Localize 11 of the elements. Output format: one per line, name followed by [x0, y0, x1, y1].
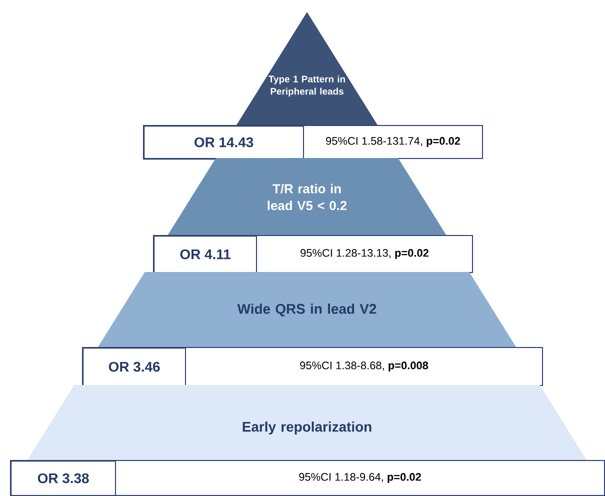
- pyramid-band: Early repolarization: [27, 385, 587, 460]
- confidence-interval-box: 95%CI 1.58-131.74, p=0.02: [303, 125, 483, 159]
- pyramid-band: Type 1 Pattern in Peripheral leads: [236, 12, 378, 125]
- odds-ratio-box: OR 3.46: [82, 347, 187, 387]
- pyramid-band: Wide QRS in lead V2: [98, 272, 516, 347]
- node-label: 95%CI 1.18-9.64, p=0.02: [299, 473, 421, 483]
- confidence-interval-box: 95%CI 1.18-9.64, p=0.02: [115, 460, 605, 496]
- pyramid-band: T/R ratio in lead V5 < 0.2: [168, 158, 446, 235]
- odds-ratio-box: OR 3.38: [10, 460, 117, 496]
- odds-ratio-box: OR 4.11: [153, 235, 258, 274]
- odds-ratio-box: OR 14.43: [143, 125, 305, 160]
